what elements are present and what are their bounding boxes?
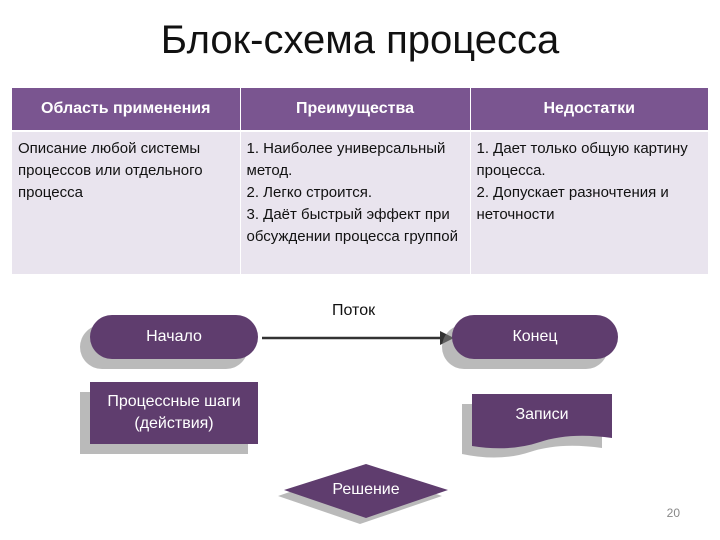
disadvantage-1: 1. Дает только общую картину процесса. (476, 140, 688, 179)
table-header-row: Область применения Преимущества Недостат… (12, 88, 708, 131)
comparison-table: Область применения Преимущества Недостат… (12, 88, 708, 274)
decision-label: Решение (332, 481, 400, 498)
advantage-1: 1. Наиболее универсальный метод. (246, 140, 446, 179)
header-application: Область применения (12, 88, 241, 131)
cell-application: Описание любой системы процессов или отд… (12, 130, 241, 274)
decision-diamond (278, 464, 448, 524)
end-terminator: Конец (452, 315, 618, 359)
slide-title: Блок-схема процесса (160, 18, 560, 62)
page-number: 20 (666, 506, 680, 520)
flow-label: Поток (332, 302, 376, 319)
header-advantages: Преимущества (240, 88, 471, 131)
header-disadvantages: Недостатки (470, 88, 708, 131)
disadvantage-2: 2. Допускает разночтения и неточности (476, 184, 669, 223)
table-row: Описание любой системы процессов или отд… (12, 130, 708, 274)
process-step-box: Процессные шаги (действия) (90, 382, 258, 444)
records-label: Записи (515, 406, 569, 423)
cell-disadvantages: 1. Дает только общую картину процесса. 2… (470, 130, 708, 274)
advantage-3: 3. Даёт быстрый эффект при обсуждении пр… (246, 206, 458, 245)
document-shape (462, 394, 612, 458)
start-terminator: Начало (90, 315, 258, 359)
application-text: Описание любой системы процессов или отд… (18, 140, 203, 201)
advantage-2: 2. Легко строится. (246, 184, 373, 201)
cell-advantages: 1. Наиболее универсальный метод. 2. Легк… (240, 130, 471, 274)
